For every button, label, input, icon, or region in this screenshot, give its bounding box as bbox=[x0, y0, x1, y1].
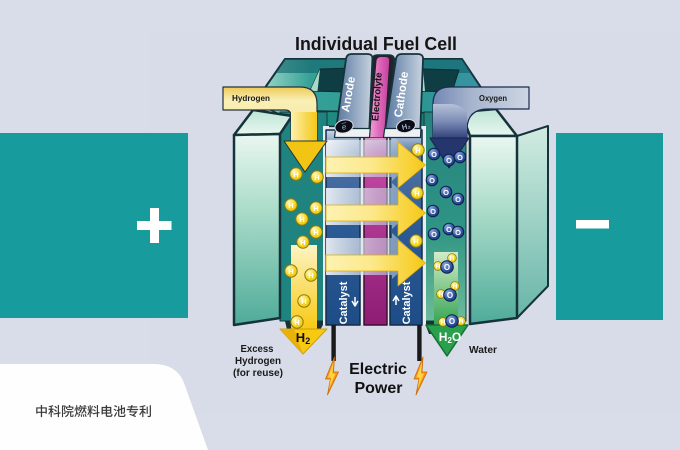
svg-text:O: O bbox=[455, 228, 461, 237]
svg-text:e̅: e̅ bbox=[341, 122, 349, 132]
svg-text:O: O bbox=[446, 225, 452, 234]
svg-text:Individual Fuel Cell: Individual Fuel Cell bbox=[295, 34, 457, 54]
svg-text:H: H bbox=[299, 215, 304, 224]
svg-text:Electric: Electric bbox=[349, 361, 407, 378]
svg-text:H: H bbox=[301, 297, 306, 306]
svg-text:H₂: H₂ bbox=[401, 121, 412, 132]
svg-text:H2O: H2O bbox=[439, 330, 461, 345]
svg-text:Electrolyte: Electrolyte bbox=[370, 72, 384, 121]
svg-text:H: H bbox=[414, 189, 419, 198]
svg-text:(for reuse): (for reuse) bbox=[233, 367, 283, 379]
svg-text:Power: Power bbox=[354, 380, 402, 397]
svg-text:Hydrogen: Hydrogen bbox=[232, 94, 270, 103]
svg-text:H: H bbox=[313, 204, 318, 213]
svg-text:H: H bbox=[413, 237, 418, 246]
svg-text:O: O bbox=[444, 263, 450, 272]
svg-text:O: O bbox=[431, 230, 437, 239]
svg-text:O: O bbox=[429, 176, 435, 185]
svg-text:Catalyst: Catalyst bbox=[338, 281, 350, 324]
svg-text:H: H bbox=[436, 263, 441, 270]
svg-text:O: O bbox=[430, 207, 436, 216]
svg-text:Water: Water bbox=[469, 344, 497, 356]
svg-text:H: H bbox=[294, 318, 299, 327]
svg-text:O: O bbox=[449, 317, 455, 326]
svg-text:O: O bbox=[447, 291, 453, 300]
svg-text:H: H bbox=[308, 271, 313, 280]
svg-text:H: H bbox=[288, 267, 293, 276]
svg-text:H: H bbox=[439, 291, 444, 298]
svg-text:Hydrogen: Hydrogen bbox=[235, 355, 281, 367]
svg-text:H: H bbox=[453, 283, 458, 290]
svg-text:H: H bbox=[314, 173, 319, 182]
svg-text:H: H bbox=[441, 319, 446, 326]
svg-text:O: O bbox=[431, 150, 437, 159]
svg-text:O: O bbox=[446, 156, 452, 165]
svg-text:H: H bbox=[450, 255, 455, 262]
svg-text:H: H bbox=[300, 238, 305, 247]
svg-text:H: H bbox=[415, 146, 420, 155]
svg-text:O: O bbox=[455, 195, 461, 204]
svg-text:O: O bbox=[457, 153, 463, 162]
svg-text:Oxygen: Oxygen bbox=[479, 94, 507, 103]
svg-text:H: H bbox=[293, 170, 298, 179]
svg-text:O: O bbox=[443, 188, 449, 197]
svg-text:H: H bbox=[288, 201, 293, 210]
svg-text:H: H bbox=[459, 318, 464, 325]
svg-text:Excess: Excess bbox=[241, 343, 274, 355]
svg-text:H: H bbox=[313, 228, 318, 237]
svg-text:Catalyst: Catalyst bbox=[401, 281, 413, 324]
